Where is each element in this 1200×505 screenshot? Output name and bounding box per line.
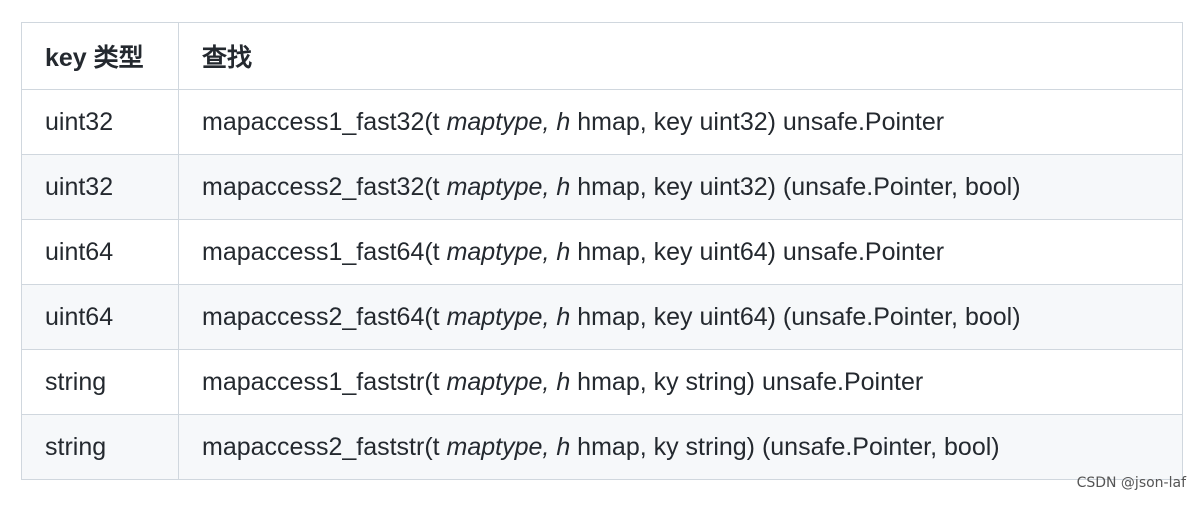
signature-cell: mapaccess2_faststr(t maptype, h hmap, ky… xyxy=(178,414,1183,480)
signature-text: mapaccess1_fast64(t xyxy=(202,237,447,266)
table-row: uint32 mapaccess2_fast32(t maptype, h hm… xyxy=(21,154,1183,220)
table-row: uint64 mapaccess2_fast64(t maptype, h hm… xyxy=(21,284,1183,350)
lookup-table-container: key 类型 查找 uint32 mapaccess1_fast32(t map… xyxy=(21,22,1183,480)
signature-italic-type: maptype, xyxy=(446,302,550,331)
key-type-cell: uint64 xyxy=(21,284,179,350)
key-type-cell: uint32 xyxy=(21,154,179,220)
signature-cell: mapaccess1_faststr(t maptype, h hmap, ky… xyxy=(178,349,1183,415)
signature-text: hmap, key uint32) (unsafe.Pointer, bool) xyxy=(570,172,1021,201)
map-access-table: key 类型 查找 uint32 mapaccess1_fast32(t map… xyxy=(21,22,1183,480)
signature-text: mapaccess2_faststr(t xyxy=(202,432,447,461)
signature-cell: mapaccess1_fast64(t maptype, h hmap, key… xyxy=(178,219,1183,285)
watermark: CSDN @json-laf xyxy=(1076,475,1186,491)
signature-cell: mapaccess2_fast64(t maptype, h hmap, key… xyxy=(178,284,1183,350)
signature-italic-type: maptype, xyxy=(446,107,550,136)
key-type-cell: string xyxy=(21,414,179,480)
table-row: uint32 mapaccess1_fast32(t maptype, h hm… xyxy=(21,89,1183,155)
signature-text: mapaccess2_fast64(t xyxy=(202,302,447,331)
table-header-row: key 类型 查找 xyxy=(21,22,1183,90)
signature-italic-param: h xyxy=(556,237,571,266)
signature-italic-param: h xyxy=(556,367,571,396)
header-lookup: 查找 xyxy=(178,22,1183,90)
signature-text: mapaccess1_faststr(t xyxy=(202,367,447,396)
signature-italic-type: maptype, xyxy=(446,367,550,396)
signature-italic-param: h xyxy=(556,107,571,136)
signature-italic-param: h xyxy=(556,432,571,461)
signature-cell: mapaccess2_fast32(t maptype, h hmap, key… xyxy=(178,154,1183,220)
signature-italic-param: h xyxy=(556,172,571,201)
signature-text: hmap, ky string) (unsafe.Pointer, bool) xyxy=(570,432,1000,461)
signature-italic-type: maptype, xyxy=(446,432,550,461)
signature-italic-param: h xyxy=(556,302,571,331)
signature-text: hmap, ky string) unsafe.Pointer xyxy=(570,367,924,396)
table-row: string mapaccess2_faststr(t maptype, h h… xyxy=(21,414,1183,480)
signature-text: mapaccess1_fast32(t xyxy=(202,107,447,136)
key-type-cell: uint32 xyxy=(21,89,179,155)
table-row: uint64 mapaccess1_fast64(t maptype, h hm… xyxy=(21,219,1183,285)
signature-text: hmap, key uint32) unsafe.Pointer xyxy=(570,107,945,136)
signature-italic-type: maptype, xyxy=(446,237,550,266)
signature-cell: mapaccess1_fast32(t maptype, h hmap, key… xyxy=(178,89,1183,155)
signature-text: hmap, key uint64) unsafe.Pointer xyxy=(570,237,945,266)
key-type-cell: uint64 xyxy=(21,219,179,285)
key-type-cell: string xyxy=(21,349,179,415)
signature-italic-type: maptype, xyxy=(446,172,550,201)
signature-text: mapaccess2_fast32(t xyxy=(202,172,447,201)
table-row: string mapaccess1_faststr(t maptype, h h… xyxy=(21,349,1183,415)
signature-text: hmap, key uint64) (unsafe.Pointer, bool) xyxy=(570,302,1021,331)
header-key-type: key 类型 xyxy=(21,22,179,90)
